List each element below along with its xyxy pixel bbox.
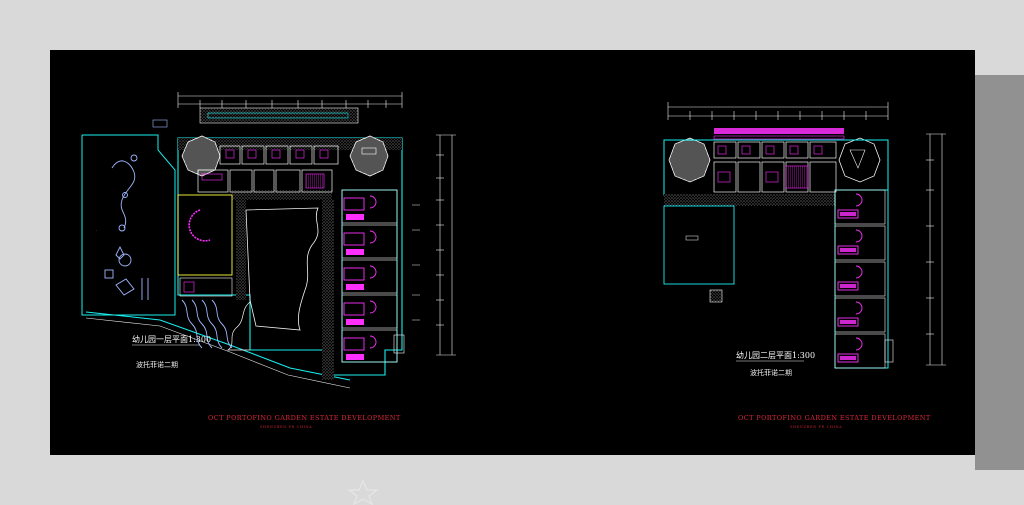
floor-plan-subtitle-2: 波托菲诺二期 bbox=[750, 368, 792, 377]
garden-paths bbox=[181, 299, 233, 349]
project-name-2: OCT PORTOFINO GARDEN ESTATE DEVELOPMENT bbox=[738, 414, 931, 422]
site-boundary bbox=[81, 134, 176, 316]
classroom-column bbox=[341, 189, 405, 363]
entrance-canopy bbox=[199, 107, 359, 124]
label-planting: · bbox=[96, 229, 97, 233]
floor-plan-title-2: 幼儿园二层平面1:300 bbox=[736, 350, 815, 360]
project-location: SHENZHEN PR CHINA bbox=[260, 425, 312, 429]
classroom-column-2 bbox=[834, 189, 894, 369]
right-dimension-line bbox=[436, 134, 456, 356]
roof-terrace bbox=[663, 205, 735, 285]
tree-marker bbox=[152, 119, 168, 128]
second-floor-plan: 幼儿园二层平面1:300 波托菲诺二期 OCT PORTOFINO GARDEN… bbox=[663, 102, 946, 429]
floor-plan-subtitle: 波托菲诺二期 bbox=[136, 360, 178, 369]
courtyard-lawn bbox=[245, 207, 319, 331]
project-name: OCT PORTOFINO GARDEN ESTATE DEVELOPMENT bbox=[208, 414, 401, 422]
cad-drawing-canvas: · bbox=[50, 50, 975, 455]
octagon-room-right bbox=[349, 135, 389, 177]
activity-hall bbox=[177, 194, 233, 276]
upper-room-row-2 bbox=[713, 141, 837, 193]
floor-plan-title: 幼儿园一层平面1:300 bbox=[132, 334, 211, 344]
adjacent-drawing-preview bbox=[975, 75, 1024, 470]
octagon-room-left-2 bbox=[668, 137, 711, 183]
top-dimension-line-2 bbox=[667, 102, 889, 120]
playground-equipment bbox=[104, 154, 149, 300]
middle-room-row bbox=[197, 169, 333, 193]
star-watermark-icon bbox=[338, 478, 388, 505]
upper-room-row bbox=[219, 145, 339, 165]
right-dimension-line-2 bbox=[926, 133, 946, 366]
top-dimension-line bbox=[177, 92, 403, 108]
first-floor-plan: · bbox=[81, 92, 456, 429]
octagon-room-right-2 bbox=[838, 137, 881, 183]
project-location-2: SHENZHEN PR CHINA bbox=[790, 425, 842, 429]
